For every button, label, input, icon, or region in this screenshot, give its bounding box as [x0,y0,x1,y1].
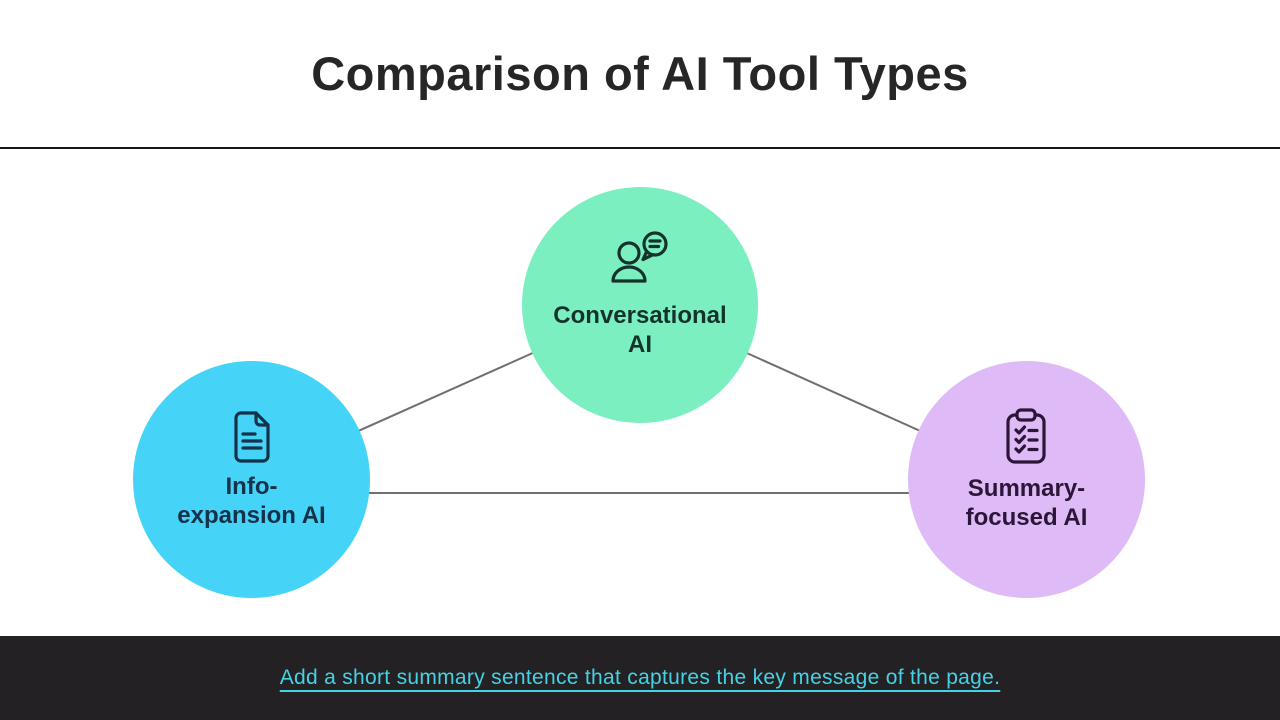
footer-bar: Add a short summary sentence that captur… [0,636,1280,720]
node-label: Info- expansion AI [177,472,325,530]
clipboard-checklist-icon [1006,407,1047,464]
node-label-line: expansion AI [177,501,326,529]
summary-placeholder-link[interactable]: Add a short summary sentence that captur… [279,666,1001,689]
node-label: Summary- focused AI [966,474,1088,532]
node-summary-focused-ai[interactable]: Summary- focused AI [908,361,1145,598]
header: Comparison of AI Tool Types [0,0,1280,147]
header-divider [0,147,1280,149]
page-title: Comparison of AI Tool Types [311,47,969,100]
node-label: Conversational AI [553,301,726,359]
node-content: Info- expansion AI [177,410,326,530]
node-label-line: Summary- [967,474,1086,502]
node-label-line: Conversational [553,302,727,329]
node-info-expansion-ai[interactable]: Info- expansion AI [133,361,370,598]
node-label-line: Info- [225,472,278,500]
node-content: Conversational AI [553,231,727,359]
node-label-line: focused AI [965,503,1088,531]
person-chat-icon [611,231,668,283]
node-content: Summary- focused AI [966,407,1088,532]
node-conversational-ai[interactable]: Conversational AI [522,187,758,423]
document-icon [234,410,271,463]
node-label-line: AI [627,331,652,358]
